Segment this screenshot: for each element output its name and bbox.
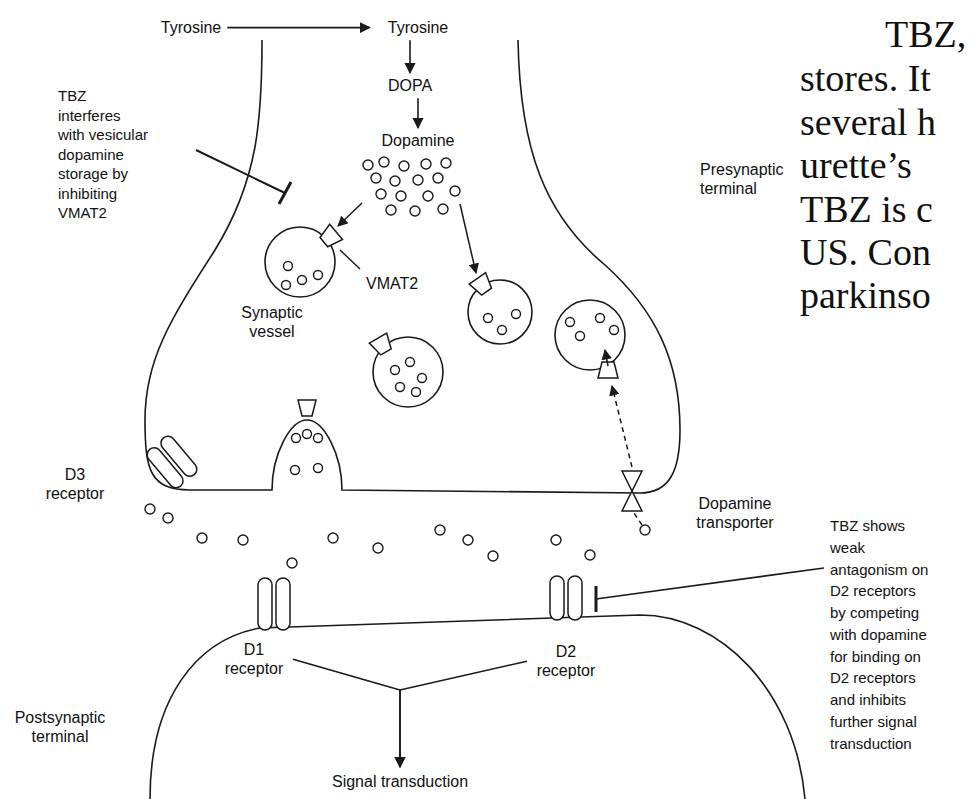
leader-line [596, 568, 824, 599]
region-label-text: Postsynaptic terminal [15, 709, 106, 745]
node-text: Tyrosine [161, 18, 221, 37]
d3-receptor-symbol [144, 433, 199, 490]
inhibition-bar [595, 586, 598, 612]
body-text-fragment: TBZ, [885, 14, 966, 56]
part-label-text: Synaptic vessel [241, 304, 302, 340]
body-text-fragment: urette’s [800, 145, 912, 187]
receptor-label: D2 receptor [531, 642, 601, 680]
body-text-fragment-text: US. Con [800, 231, 931, 273]
body-text-fragment: stores. It [800, 58, 931, 100]
region-label: Postsynaptic terminal [8, 708, 112, 746]
pathway-arrow [417, 98, 419, 128]
part-label-text: D3 receptor [46, 466, 105, 502]
pathway-step: Dopamine [380, 131, 457, 150]
region-label: Presynaptic terminal [700, 160, 792, 198]
body-text-fragment: US. Con [800, 232, 931, 274]
reuptake-arrow [634, 513, 642, 525]
body-text-fragment-text: urette’s [800, 144, 912, 186]
receptor-label: D1 receptor [219, 640, 289, 678]
pathway-arrow [293, 659, 400, 767]
uptake-arrow [338, 203, 362, 226]
dopamine-molecules [145, 157, 650, 568]
d2-receptor-symbol [550, 576, 582, 620]
body-text-fragment-text: stores. It [800, 57, 931, 99]
presynaptic-membrane [145, 40, 680, 493]
part-label: VMAT2 [366, 274, 418, 293]
node-text: D1 receptor [221, 640, 287, 678]
part-label: Dopamine transporter [680, 494, 790, 532]
body-text-fragment-text: several h [800, 101, 936, 143]
body-text-fragment-text: TBZ is c [800, 188, 933, 230]
uptake-arrow [460, 204, 476, 273]
node-text: Dopamine [382, 131, 455, 150]
d1-receptor-symbol [258, 578, 290, 630]
leader-line [196, 150, 285, 193]
pathway-arrow [227, 27, 370, 29]
body-text-fragment: several h [800, 102, 936, 144]
uptake-arrow [605, 350, 608, 366]
dopamine-transporter-symbol [622, 471, 642, 511]
pathway-arrow [400, 661, 527, 767]
region-label-text: Presynaptic terminal [700, 161, 784, 197]
leader-line [340, 250, 360, 269]
body-text-fragment-text: parkinso [800, 274, 931, 316]
part-label-text: VMAT2 [366, 275, 418, 292]
callout-note: TBZ interferes with vesicular dopamine s… [58, 86, 150, 223]
part-label: D3 receptor [35, 465, 115, 503]
vmat2-symbol [369, 333, 394, 357]
callout-note-text: TBZ shows weak antagonism on D2 receptor… [830, 517, 928, 752]
part-label: Synaptic vessel [232, 303, 312, 341]
pathway-arrow [409, 40, 411, 73]
node-text: DOPA [388, 76, 432, 95]
body-text-fragment-text: TBZ, [885, 13, 966, 55]
vmat2-symbol [298, 400, 316, 416]
node-text: Signal transduction [332, 772, 468, 791]
body-text-fragment: parkinso [800, 275, 931, 317]
output-label: Signal transduction [330, 772, 470, 791]
postsynaptic-membrane [150, 615, 805, 799]
part-label-text: Dopamine transporter [696, 495, 773, 531]
reuptake-arrow [612, 386, 632, 467]
node-text: Tyrosine [388, 18, 448, 37]
node-text: D2 receptor [533, 642, 599, 680]
pathway-step: Tyrosine [159, 18, 223, 37]
vmat2-symbol [469, 273, 495, 298]
callout-note: TBZ shows weak antagonism on D2 receptor… [830, 515, 930, 754]
inhibition-bar [279, 182, 291, 204]
callout-note-text: TBZ interferes with vesicular dopamine s… [58, 87, 148, 221]
pathway-step: Tyrosine [386, 18, 450, 37]
pathway-step: DOPA [386, 76, 434, 95]
vmat2-symbol [317, 224, 342, 250]
body-text-fragment: TBZ is c [800, 189, 933, 231]
synaptic-vesicle [555, 300, 625, 370]
